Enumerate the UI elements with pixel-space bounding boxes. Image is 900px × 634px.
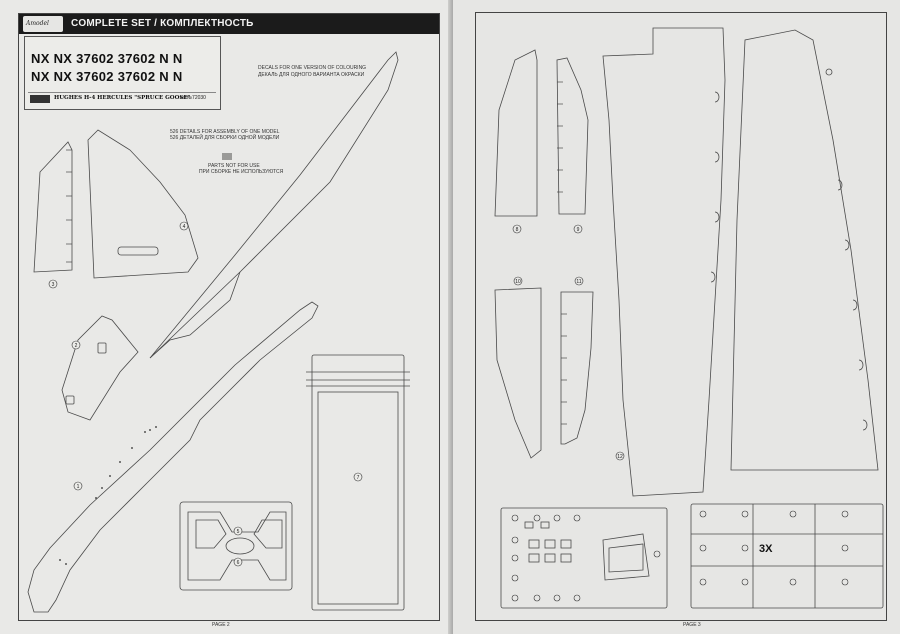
decal-note-en: DECALS FOR ONE VERSION OF COLOURING: [258, 65, 367, 71]
part-11-outline: [560, 291, 594, 445]
part-label-12: 12: [617, 454, 623, 460]
part-1-outline: [27, 301, 319, 613]
part-label-4-ring: [179, 221, 189, 231]
part-label-2-ring: [71, 340, 81, 350]
sprue-callout-rings: [511, 510, 849, 602]
part-12-bumps: [710, 91, 720, 283]
left-page-frame: Amodel COMPLETE SET / КОМПЛЕКТНОСТЬ: [18, 13, 440, 621]
part-8-outline: [494, 49, 538, 217]
part-3-ticks: [66, 149, 72, 263]
right-parts-drawing: 8 9 10 11 12 3X: [494, 27, 884, 609]
part-12-outline: [602, 27, 726, 497]
part-9-outline: [556, 57, 589, 215]
model-name: HUGHES H-4 HERCULES "SPRUCE GOOSE": [54, 95, 191, 101]
catalog-number: kat№72030: [180, 95, 206, 101]
part-label-9: 9: [577, 227, 580, 233]
part-label-5-ring: [233, 526, 243, 536]
part-7-outline: [306, 354, 410, 611]
right-part-labels: [512, 224, 625, 461]
part-10-outline: [494, 287, 542, 459]
brand-logo: Amodel: [23, 16, 63, 32]
left-part-labels: [48, 221, 363, 567]
part-4-slot: [117, 246, 159, 256]
part-1-holes: [59, 426, 157, 565]
unused-parts-swatch: [222, 153, 232, 160]
multiplier-label: 3X: [759, 543, 773, 555]
page-number-right: PAGE 3: [683, 622, 701, 628]
part-label-3-ring: [48, 279, 58, 289]
decal-note-ru: ДЕКАЛЬ ДЛЯ ОДНОГО ВАРИАНТА ОКРАСКИ: [258, 72, 365, 78]
right-instruction-page: 8 9 10 11 12 3X PAGE 3: [453, 0, 900, 634]
decal-footer: HUGHES H-4 HERCULES "SPRUCE GOOSE" kat№7…: [28, 92, 216, 105]
decal-row-2: NX NX 37602 37602 N N: [31, 69, 183, 84]
left-parts-drawing: 3 4 2 1 5 6 7: [27, 51, 410, 613]
unused-parts-note-en: PARTS NOT FOR USE: [208, 163, 260, 169]
decal-sheet: NX NX 37602 37602 N N NX NX 37602 37602 …: [24, 36, 221, 110]
part-label-6: 6: [237, 560, 240, 566]
unused-parts-note-ru: ПРИ СБОРКЕ НЕ ИСПОЛЬЗУЮТСЯ: [199, 169, 284, 175]
page-title: COMPLETE SET / КОМПЛЕКТНОСТЬ: [71, 18, 254, 29]
small-brand-logo: [30, 95, 50, 103]
part-label-10: 10: [515, 279, 521, 285]
part-label-8: 8: [516, 227, 519, 233]
part-label-3: 3: [52, 282, 55, 288]
part-5-outline: [149, 51, 399, 359]
page-number-left: PAGE 2: [212, 622, 230, 628]
part-2-outline: [61, 315, 139, 421]
left-instruction-page: Amodel COMPLETE SET / КОМПЛЕКТНОСТЬ NX N…: [0, 0, 452, 634]
part-label-1: 1: [77, 484, 80, 490]
part-label-6-ring: [233, 557, 243, 567]
details-note-ru: 526 ДЕТАЛЕЙ ДЛЯ СБОРКИ ОДНОЙ МОДЕЛИ: [170, 135, 280, 141]
part-3-outline: [33, 141, 73, 273]
details-note-en: 526 DETAILS FOR ASSEMBLY OF ONE MODEL: [170, 129, 280, 135]
right-wing-outline: [730, 29, 879, 471]
part-label-7-ring: [353, 472, 363, 482]
part-label-4: 4: [183, 224, 186, 230]
lower-left-sprue: [500, 507, 668, 609]
part-label-1-ring: [73, 481, 83, 491]
lower-right-sprue: [690, 503, 884, 609]
part-6-sprue: [179, 501, 293, 591]
part-label-11: 11: [576, 279, 581, 285]
right-page-frame: [475, 12, 887, 621]
decal-row-1: NX NX 37602 37602 N N: [31, 51, 183, 66]
right-wing-bumps: [837, 179, 868, 431]
part-label-2: 2: [75, 343, 78, 349]
header-band: Amodel COMPLETE SET / КОМПЛЕКТНОСТЬ: [19, 14, 439, 34]
part-label-7: 7: [357, 475, 360, 481]
part-4-outline: [87, 129, 199, 279]
part-label-5: 5: [237, 529, 240, 535]
brand-logo-text: Amodel: [26, 20, 49, 27]
